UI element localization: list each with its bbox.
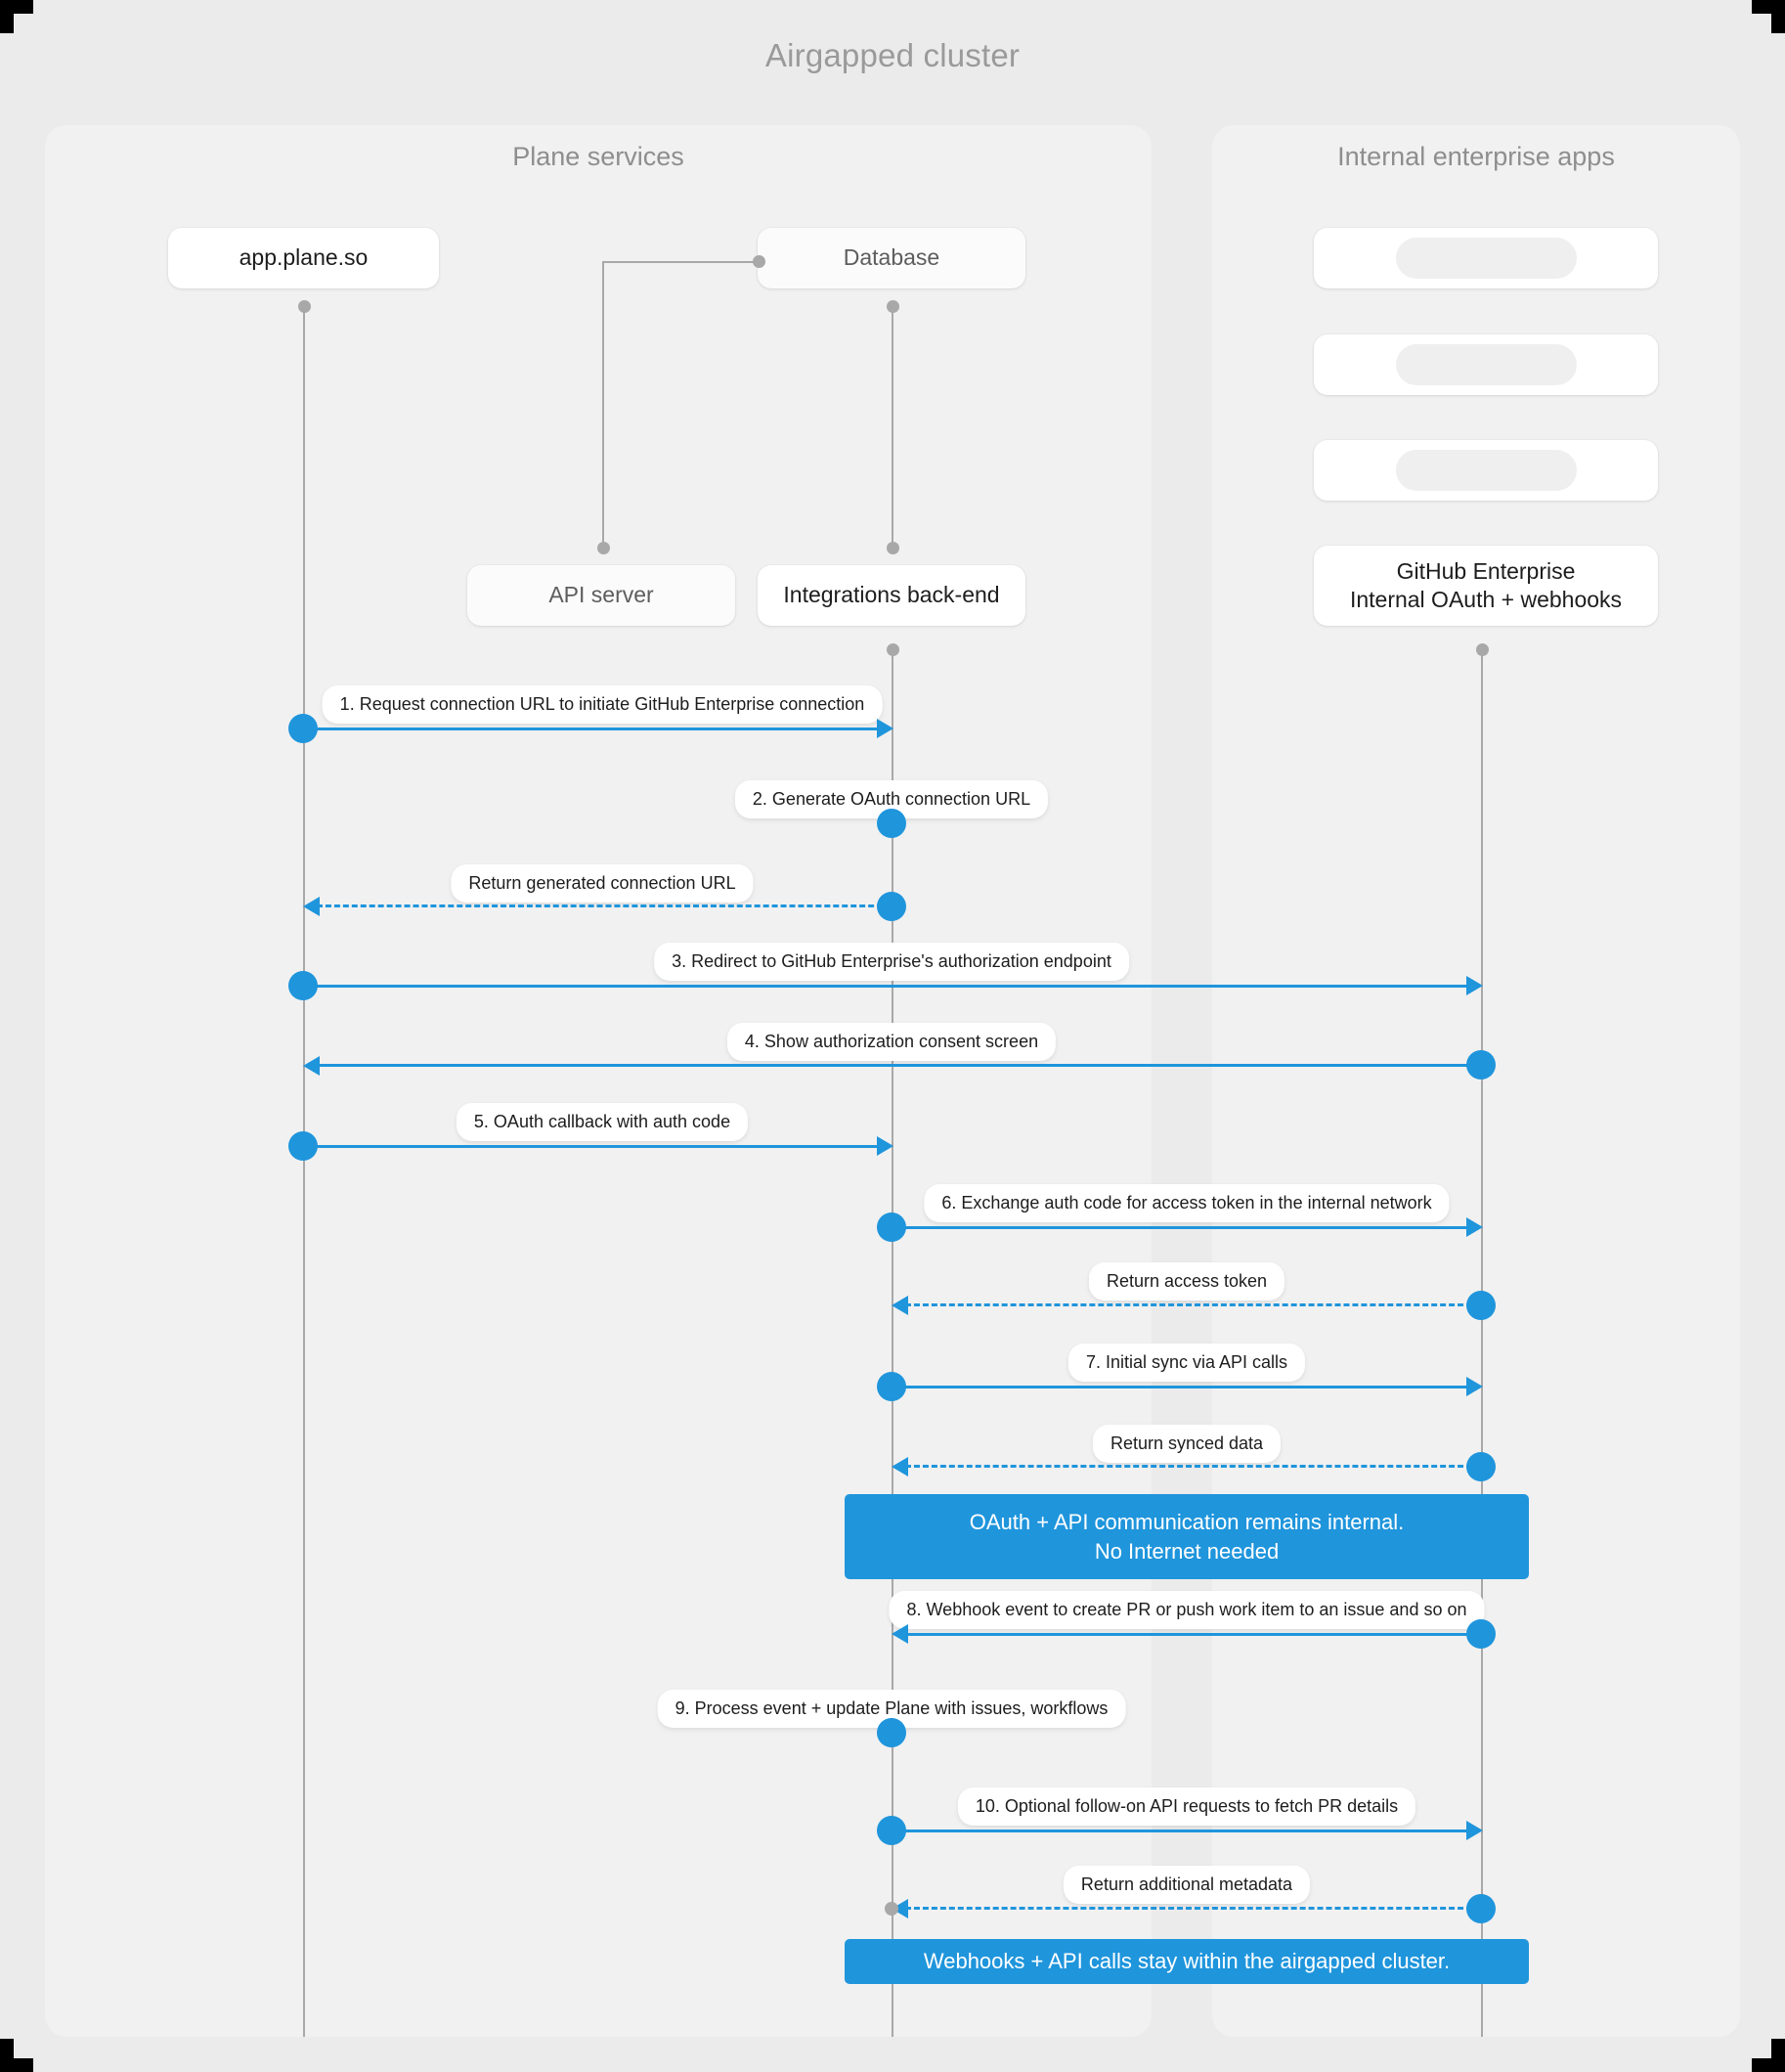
message-label-14: Return additional metadata — [1063, 1866, 1311, 1904]
participant-placeholder-1[interactable] — [1314, 228, 1658, 288]
participant-label: Database — [843, 244, 940, 271]
message-label-3: Return generated connection URL — [451, 864, 754, 903]
activation-dot-11 — [1466, 1619, 1496, 1649]
message-line-5 — [317, 1064, 1481, 1067]
message-line-10 — [905, 1465, 1481, 1468]
activation-dot-4 — [288, 971, 318, 1000]
message-line-14 — [905, 1907, 1481, 1910]
crop-mark-bottom-left — [0, 2039, 33, 2072]
message-arrow-4 — [1466, 976, 1483, 995]
lifeline-github-enterprise — [1481, 649, 1483, 2037]
message-arrow-6 — [877, 1136, 893, 1156]
message-label-13: 10. Optional follow-on API requests to f… — [957, 1787, 1416, 1826]
message-line-1 — [303, 727, 878, 730]
message-label-10: Return synced data — [1092, 1425, 1282, 1463]
crop-mark-top-right — [1752, 0, 1785, 33]
message-line-3 — [317, 904, 892, 907]
group-title-internal-apps: Internal enterprise apps — [1337, 142, 1615, 171]
message-label-12: 9. Process event + update Plane with iss… — [657, 1690, 1126, 1728]
connector-database-to-api-server — [602, 261, 761, 550]
lifeline-end-dot — [886, 542, 899, 554]
lifeline-app-plane-so — [303, 306, 305, 2037]
message-line-8 — [905, 1303, 1481, 1306]
lifeline-integrations-backend — [892, 649, 893, 2037]
message-arrow-7 — [1466, 1217, 1483, 1237]
participant-label: API server — [548, 582, 654, 608]
message-arrow-9 — [1466, 1377, 1483, 1396]
lifeline-start-dot — [1475, 643, 1489, 656]
lifeline-start-dot — [297, 300, 311, 313]
note-line-1: Webhooks + API calls stay within the air… — [923, 1949, 1451, 1974]
placeholder-bar-icon — [1395, 344, 1577, 385]
crop-mark-top-left — [0, 0, 33, 33]
activation-dot-1 — [288, 714, 318, 743]
activation-dot-9 — [877, 1372, 906, 1401]
message-line-9 — [892, 1386, 1467, 1389]
activation-dot-7 — [877, 1212, 906, 1242]
message-line-13 — [892, 1830, 1467, 1832]
message-label-7: 6. Exchange auth code for access token i… — [924, 1184, 1450, 1222]
activation-dot-14 — [885, 1902, 898, 1916]
participant-label: GitHub Enterprise — [1396, 557, 1576, 584]
activation-dot-13 — [877, 1816, 906, 1845]
note-airgapped-cluster: Webhooks + API calls stay within the air… — [845, 1939, 1529, 1984]
activation-dot-5 — [1466, 1050, 1496, 1080]
message-label-5: 4. Show authorization consent screen — [726, 1023, 1057, 1061]
group-title-plane-services: Plane services — [512, 142, 684, 171]
activation-dot-14-source — [1466, 1894, 1496, 1923]
participant-placeholder-2[interactable] — [1314, 334, 1658, 395]
message-arrow-8 — [892, 1296, 908, 1315]
message-label-9: 7. Initial sync via API calls — [1067, 1344, 1306, 1382]
note-line-1: OAuth + API communication remains intern… — [969, 1510, 1405, 1534]
message-line-4 — [303, 985, 1467, 988]
activation-dot-10 — [1466, 1452, 1496, 1481]
connector-arrow-dot — [752, 255, 765, 268]
lifeline-start-dot — [886, 643, 899, 656]
participant-github-enterprise[interactable]: GitHub Enterprise Internal OAuth + webho… — [1314, 546, 1658, 626]
participant-label: app.plane.so — [239, 244, 369, 271]
message-line-6 — [303, 1145, 878, 1148]
activation-dot-12 — [877, 1718, 906, 1747]
message-arrow-10 — [892, 1457, 908, 1477]
message-label-1: 1. Request connection URL to initiate Gi… — [322, 685, 883, 724]
lifeline-start-dot — [886, 300, 899, 313]
group-panel-internal-apps — [1212, 125, 1740, 2037]
note-oauth-internal: OAuth + API communication remains intern… — [845, 1494, 1529, 1580]
connector-end-dot — [596, 542, 610, 554]
participant-integrations-backend[interactable]: Integrations back-end — [758, 565, 1025, 626]
activation-dot-2 — [877, 809, 906, 838]
message-arrow-13 — [1466, 1821, 1483, 1840]
diagram-title: Airgapped cluster — [764, 37, 1021, 73]
participant-placeholder-3[interactable] — [1314, 440, 1658, 501]
note-line-2: No Internet needed — [1094, 1538, 1280, 1564]
participant-app-plane-so[interactable]: app.plane.so — [168, 228, 439, 288]
message-label-6: 5. OAuth callback with auth code — [456, 1103, 749, 1141]
message-line-11 — [905, 1633, 1481, 1636]
message-label-8: Return access token — [1088, 1262, 1285, 1301]
placeholder-bar-icon — [1395, 238, 1577, 279]
participant-api-server[interactable]: API server — [467, 565, 735, 626]
message-arrow-3 — [303, 897, 320, 916]
message-arrow-5 — [303, 1056, 320, 1076]
activation-dot-3 — [877, 892, 906, 921]
message-label-4: 3. Redirect to GitHub Enterprise's autho… — [654, 943, 1129, 981]
message-line-7 — [892, 1226, 1467, 1229]
crop-mark-bottom-right — [1752, 2039, 1785, 2072]
group-panel-plane-services — [45, 125, 1152, 2037]
participant-label: Integrations back-end — [783, 582, 1000, 608]
message-arrow-1 — [877, 719, 893, 738]
lifeline-database — [892, 306, 893, 548]
activation-dot-6 — [288, 1131, 318, 1161]
participant-database[interactable]: Database — [758, 228, 1025, 288]
participant-label-line2: Internal OAuth + webhooks — [1349, 587, 1623, 612]
activation-dot-8 — [1466, 1291, 1496, 1320]
message-label-11: 8. Webhook event to create PR or push wo… — [889, 1591, 1485, 1629]
placeholder-bar-icon — [1395, 450, 1577, 491]
message-arrow-11 — [892, 1624, 908, 1644]
